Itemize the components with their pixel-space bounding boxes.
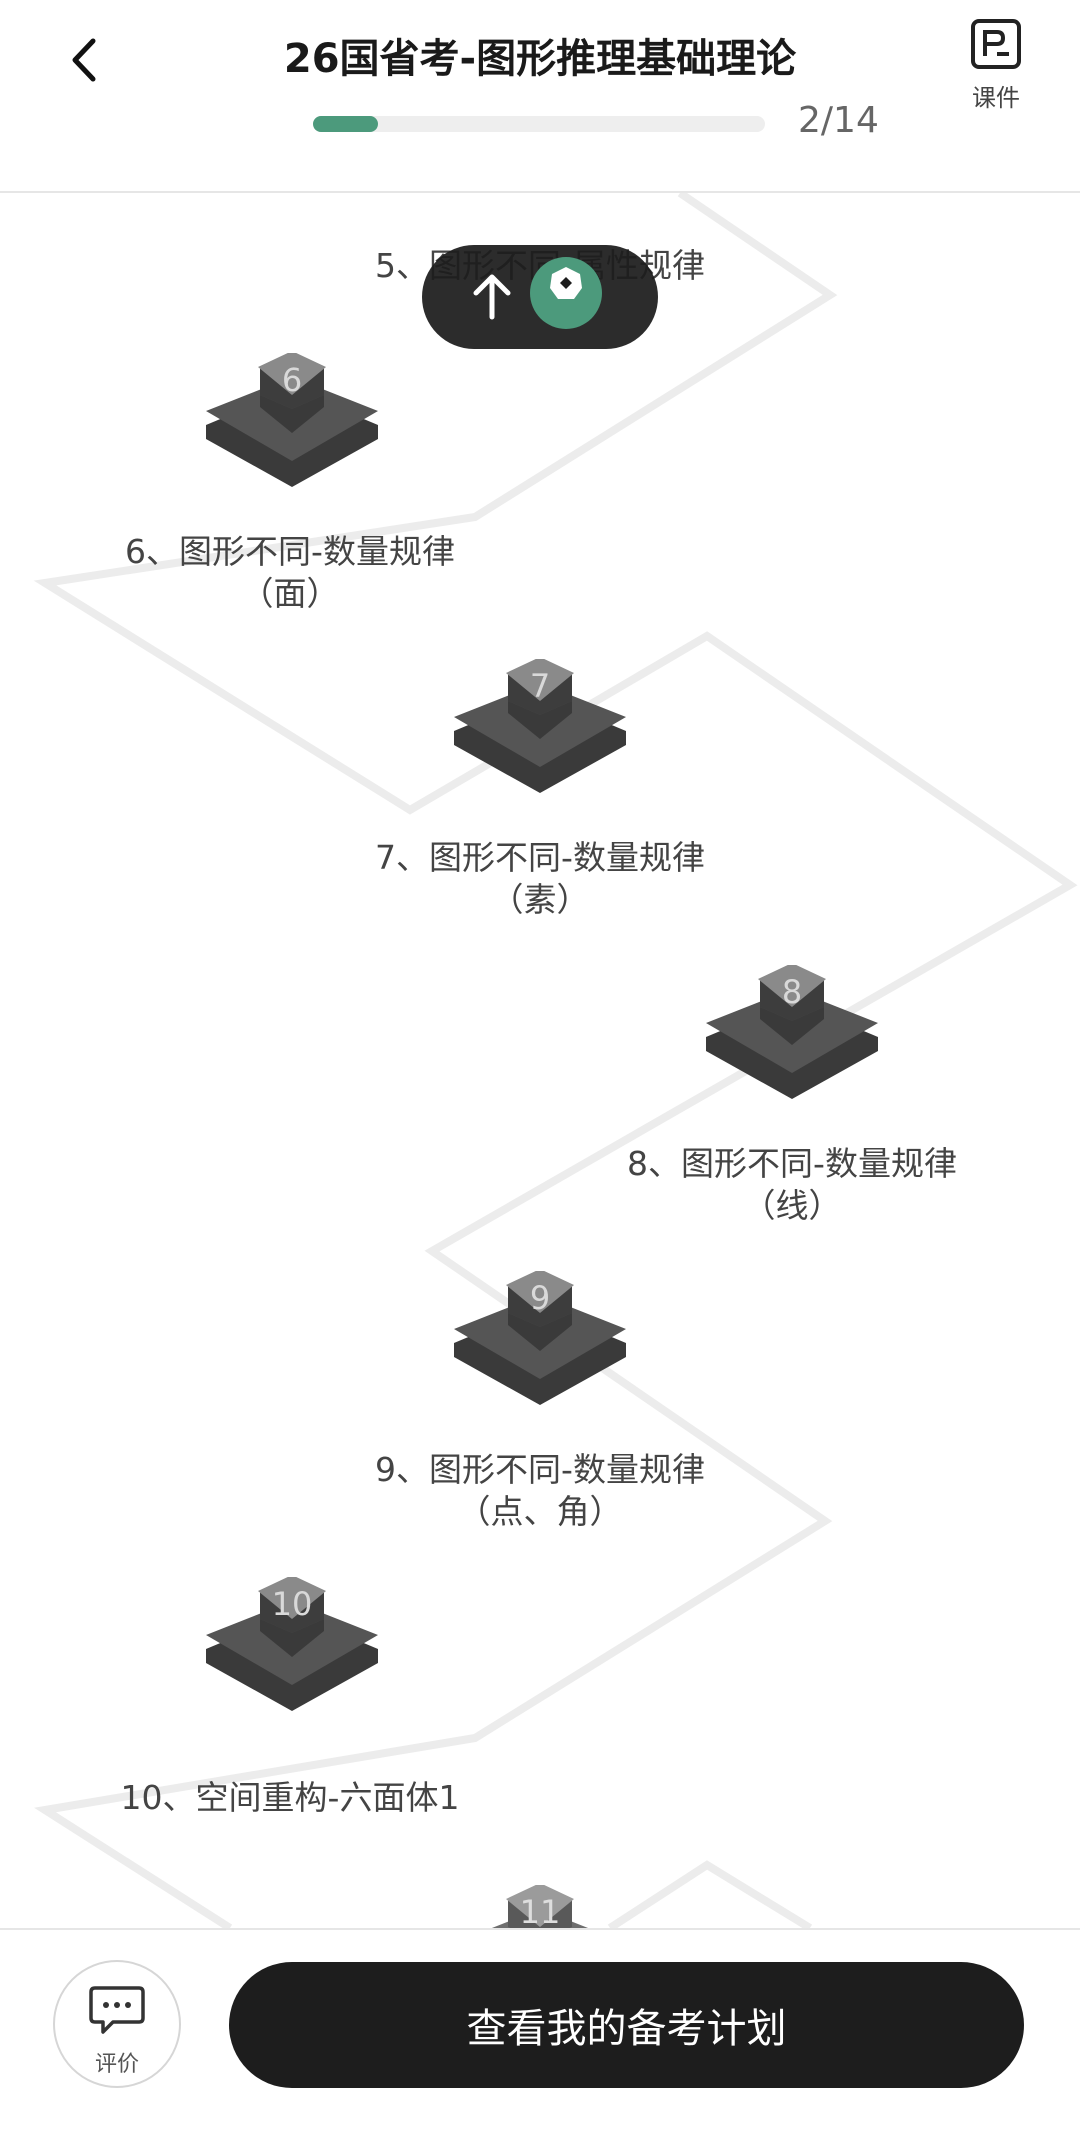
courseware-label: 课件 <box>972 84 1020 112</box>
courseware-icon <box>971 19 1021 69</box>
lesson-6-number: 6 <box>281 361 303 399</box>
view-study-plan-button[interactable]: 查看我的备考计划 <box>229 1962 1024 2088</box>
progress-fill <box>313 116 378 132</box>
lesson-11-node[interactable]: 11 <box>454 1885 626 1928</box>
courseware-button[interactable]: 课件 <box>958 18 1034 113</box>
lesson-11-number: 11 <box>519 1893 561 1928</box>
lesson-9-number: 9 <box>529 1279 551 1317</box>
avatar[interactable] <box>530 257 602 329</box>
review-button[interactable]: 评价 <box>53 1960 181 2088</box>
chat-bubble-icon <box>89 1986 145 2034</box>
lesson-10-node[interactable]: 10 <box>206 1577 378 1711</box>
lesson-node-block <box>706 965 878 1099</box>
floating-control <box>422 245 658 349</box>
lesson-7-number: 7 <box>529 667 551 705</box>
progress-text: 2/14 <box>798 100 879 141</box>
lesson-node-block <box>206 353 378 487</box>
header: 26国省考-图形推理基础理论 2/14 课件 <box>0 0 1080 193</box>
path-track <box>33 193 1078 1928</box>
lesson-9-node[interactable]: 9 <box>454 1271 626 1405</box>
bottom-bar: 评价 查看我的备考计划 <box>0 1928 1080 2141</box>
lesson-6-subtitle: （面） <box>240 574 340 613</box>
lesson-6-node[interactable]: 6 <box>206 353 378 487</box>
lesson-7-subtitle: （素） <box>490 880 590 919</box>
lesson-8-node[interactable]: 8 <box>706 965 878 1099</box>
lesson-6-title: 6、图形不同-数量规律 <box>125 532 455 571</box>
lesson-map[interactable]: 5、图形不同-属性规律 6 6、图形不同-数量规律 （面） 7 7、图形不同-数… <box>0 193 1080 1928</box>
page-title: 26国省考-图形推理基础理论 <box>283 36 797 82</box>
lesson-node-block <box>491 1885 589 1928</box>
lesson-10-title: 10、空间重构-六面体1 <box>120 1778 460 1817</box>
lesson-10-number: 10 <box>271 1585 313 1623</box>
review-label: 评价 <box>94 2052 139 2077</box>
lesson-10-label[interactable]: 10、空间重构-六面体1 <box>80 1777 500 1819</box>
lesson-8-subtitle: （线） <box>742 1186 842 1225</box>
scroll-up-button[interactable] <box>462 267 522 327</box>
lesson-8-label[interactable]: 8、图形不同-数量规律 （线） <box>582 1143 1002 1227</box>
lesson-9-title: 9、图形不同-数量规律 <box>375 1450 705 1489</box>
lesson-8-number: 8 <box>781 973 803 1011</box>
lesson-7-title: 7、图形不同-数量规律 <box>375 838 705 877</box>
back-button[interactable] <box>55 30 115 90</box>
lesson-9-label[interactable]: 9、图形不同-数量规律 （点、角） <box>330 1449 750 1533</box>
avatar-icon <box>550 267 582 299</box>
chevron-left-icon <box>72 38 96 82</box>
lesson-7-node[interactable]: 7 <box>454 659 626 793</box>
lesson-node-block <box>206 1577 378 1711</box>
lesson-node-block <box>454 1271 626 1405</box>
lesson-6-label[interactable]: 6、图形不同-数量规律 （面） <box>80 531 500 615</box>
lesson-7-label[interactable]: 7、图形不同-数量规律 （素） <box>330 837 750 921</box>
progress-bar <box>313 116 765 132</box>
arrow-up-icon <box>473 274 511 320</box>
lesson-9-subtitle: （点、角） <box>457 1492 623 1531</box>
lesson-node-block <box>454 659 626 793</box>
lesson-8-title: 8、图形不同-数量规律 <box>627 1144 957 1183</box>
